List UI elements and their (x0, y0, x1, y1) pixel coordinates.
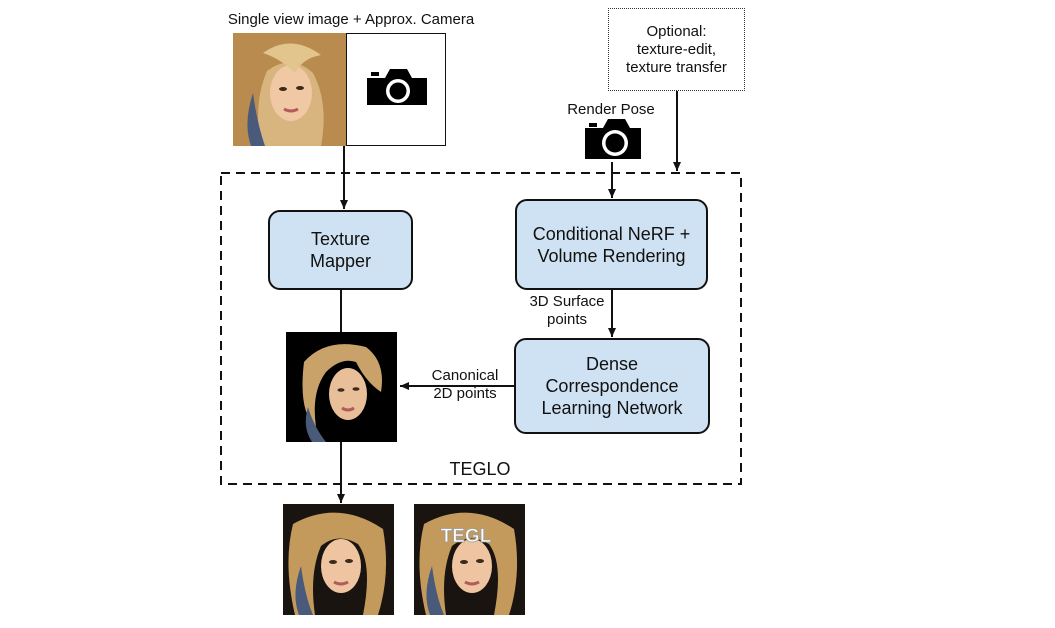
render-pose-label: Render Pose (567, 101, 655, 118)
canonical-points-label: Canonical 2D points (431, 367, 499, 402)
surface-points-label: 3D Surface points (529, 293, 605, 328)
teglo-label: TEGLO (449, 459, 511, 479)
output-face-image (283, 504, 394, 615)
input-face-image (233, 33, 346, 146)
render-pose-camera-icon (585, 119, 641, 159)
edited-output-face-image: TEGL (414, 504, 525, 615)
dense-correspondence-box: Dense Correspondence Learning Network (514, 338, 710, 434)
texture-mapper-box: Texture Mapper (268, 210, 413, 290)
optional-edit-box: Optional: texture-edit, texture transfer (608, 8, 745, 91)
camera-icon (367, 69, 427, 105)
edited-overlay-text: TEGL (441, 526, 492, 547)
nerf-label: Conditional NeRF + Volume Rendering (532, 223, 691, 266)
texture-mapper-label: Texture Mapper (309, 229, 372, 271)
approx-camera-panel (346, 33, 446, 146)
teglo-dashed-boundary (220, 172, 742, 485)
dense-correspondence-label: Dense Correspondence Learning Network (541, 354, 683, 418)
nerf-box: Conditional NeRF + Volume Rendering (515, 199, 708, 290)
input-label: Single view image + Approx. Camera (227, 11, 475, 28)
canonical-texture-map-image (286, 332, 397, 442)
